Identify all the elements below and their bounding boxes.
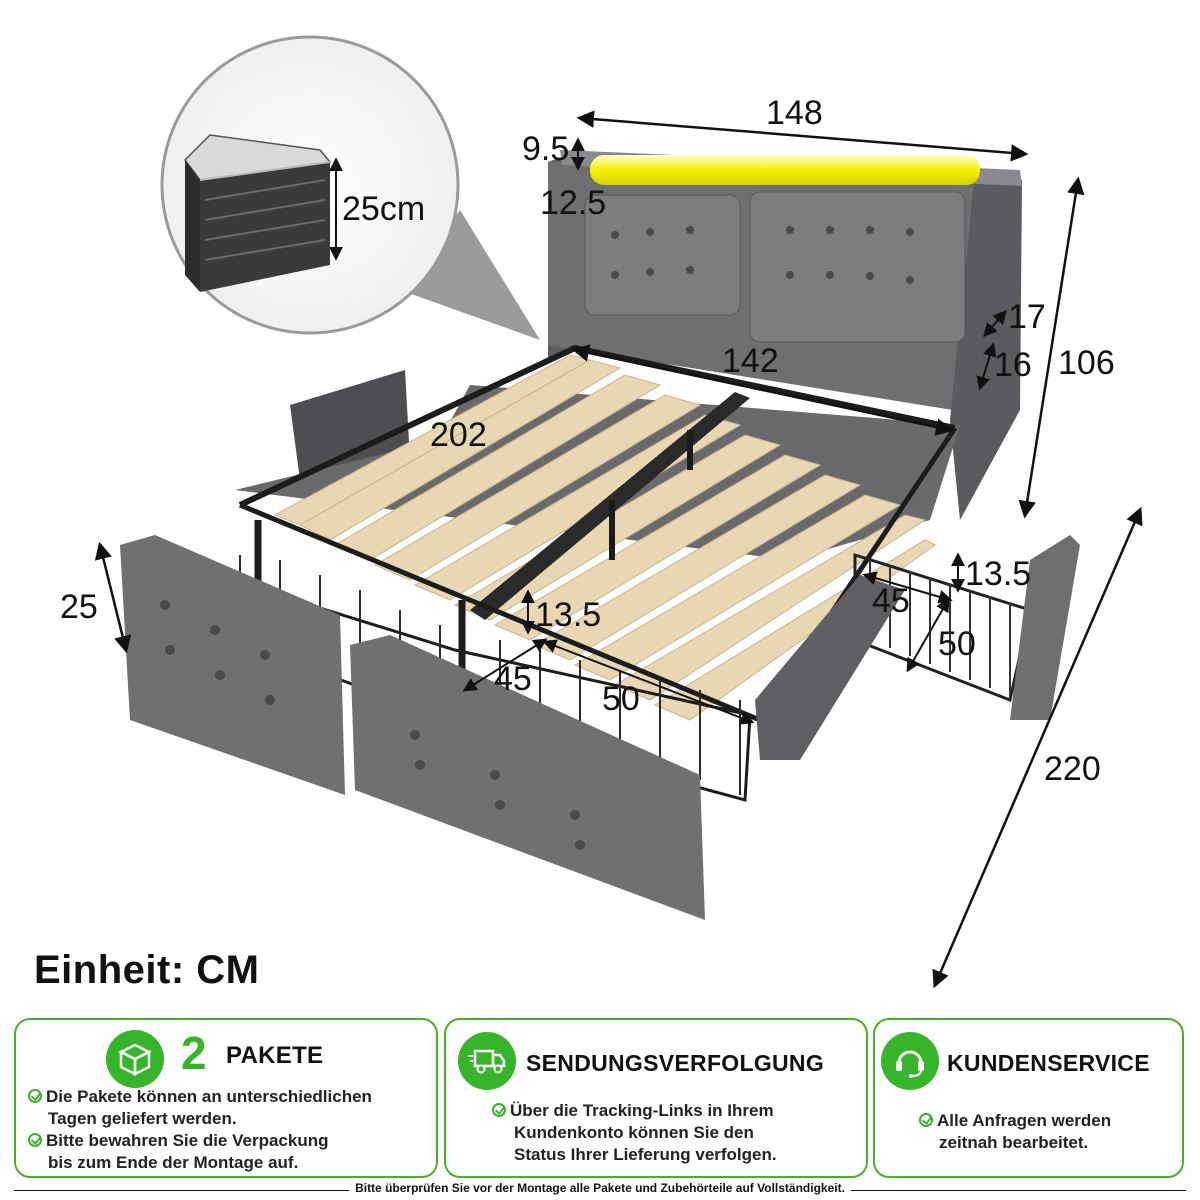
wing-depth-label: 17	[1008, 298, 1046, 336]
tracking-bullet-1-cont2: Status Ihrer Lieferung verfolgen.	[514, 1145, 777, 1164]
package-count: 2	[181, 1027, 207, 1079]
side-drawer-depth-label: 13.5	[965, 555, 1031, 593]
service-bullet-1-cont: zeitnah bearbeitet.	[939, 1133, 1089, 1152]
mattress-height-label: 25cm	[342, 190, 425, 228]
side-drawer-width-label: 45	[872, 582, 910, 620]
dimension-lines: 148 9.5 12.5 106 17 16 142 202 220 25 13…	[60, 94, 1143, 989]
led-strip	[590, 155, 980, 185]
tracking-bullet-1-cont: Kundenkonto können Sie den	[514, 1123, 754, 1142]
inner-width-label: 142	[722, 342, 779, 380]
headboard-width-label: 148	[766, 94, 823, 132]
led-top-label: 9.5	[522, 130, 569, 168]
tracking-bullet-1: Über die Tracking-Links in Ihrem	[492, 1100, 774, 1122]
tracking-panel: SENDUNGSVERFOLGUNG Über die Tracking-Lin…	[444, 1018, 868, 1178]
front-drawers	[120, 535, 905, 920]
check-icon	[28, 1089, 42, 1103]
wing-height-label: 16	[994, 346, 1032, 384]
headboard-height-label: 106	[1058, 344, 1115, 382]
mattress-icon	[184, 134, 332, 292]
led-gap-label: 12.5	[540, 184, 606, 222]
packages-bullet-2: Bitte bewahren Sie die Verpackung	[28, 1130, 328, 1152]
total-length-label: 220	[1044, 750, 1101, 788]
package-icon	[106, 1030, 164, 1088]
side-drawer-length-label: 50	[938, 625, 976, 663]
unit-label: Einheit: CM	[34, 948, 260, 992]
headset-icon	[881, 1032, 939, 1090]
footer-note: Bitte überprüfen Sie vor der Montage all…	[0, 1181, 1200, 1195]
service-panel: KUNDENSERVICE Alle Anfragen werden zeitn…	[873, 1018, 1184, 1178]
front-drawer-length-label: 50	[602, 680, 640, 718]
front-drawer-depth-label: 13.5	[535, 596, 601, 634]
packages-title: PAKETE	[226, 1042, 324, 1069]
drawer-height-label: 25	[60, 588, 98, 626]
service-bullet-1: Alle Anfragen werden	[919, 1110, 1111, 1132]
tracking-title: SENDUNGSVERFOLGUNG	[526, 1050, 825, 1076]
packages-panel: 2 PAKETE Die Pakete können an unterschie…	[14, 1018, 438, 1178]
check-icon	[919, 1113, 933, 1127]
check-icon	[28, 1133, 42, 1147]
mattress-detail: 25cm	[160, 35, 540, 340]
length-label: 202	[430, 416, 487, 454]
packages-bullet-1: Die Pakete können an unterschiedlichen	[28, 1086, 372, 1108]
delivery-truck-icon	[458, 1032, 516, 1090]
front-drawer-width-label: 45	[494, 660, 532, 698]
packages-bullet-2-cont: bis zum Ende der Montage auf.	[48, 1153, 299, 1172]
bed-illustration: 25cm	[60, 35, 1143, 989]
check-icon	[492, 1103, 506, 1117]
service-title: KUNDENSERVICE	[947, 1050, 1150, 1076]
packages-bullet-1-cont: Tagen geliefert werden.	[48, 1109, 237, 1128]
